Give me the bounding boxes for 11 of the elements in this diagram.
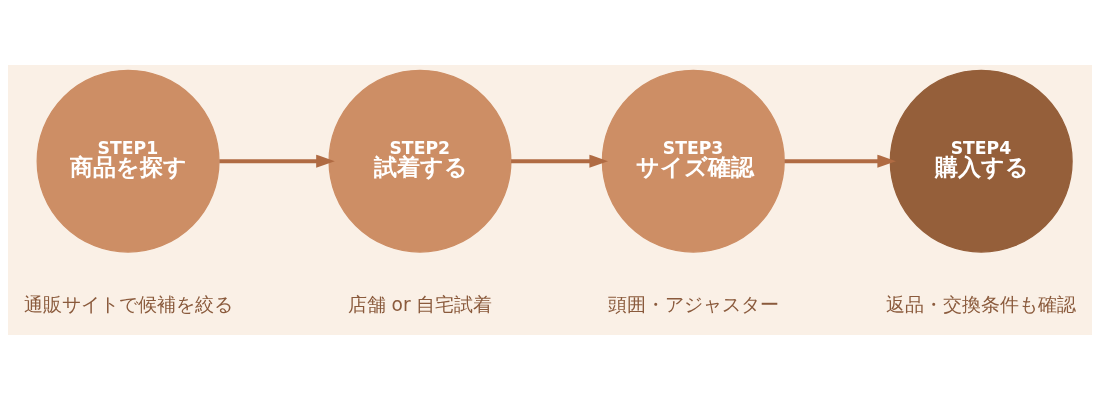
node-label: 頭囲・アジャスター xyxy=(607,293,779,315)
arrow xyxy=(511,154,609,168)
node-circle: STEP4 購入する xyxy=(889,69,1073,253)
node-label: 通販サイトで候補を絞る xyxy=(23,293,233,315)
node-label: 店舗 or 自宅試着 xyxy=(347,293,493,315)
node-circle: STEP2 試着する xyxy=(328,69,512,253)
arrow xyxy=(784,154,896,168)
node-circle: STEP3 サイズ確認 xyxy=(601,69,785,253)
arrow xyxy=(219,154,335,168)
node-circle: STEP1 商品を探す xyxy=(36,69,220,253)
node-label: 返品・交換条件も確認 xyxy=(886,293,1077,315)
